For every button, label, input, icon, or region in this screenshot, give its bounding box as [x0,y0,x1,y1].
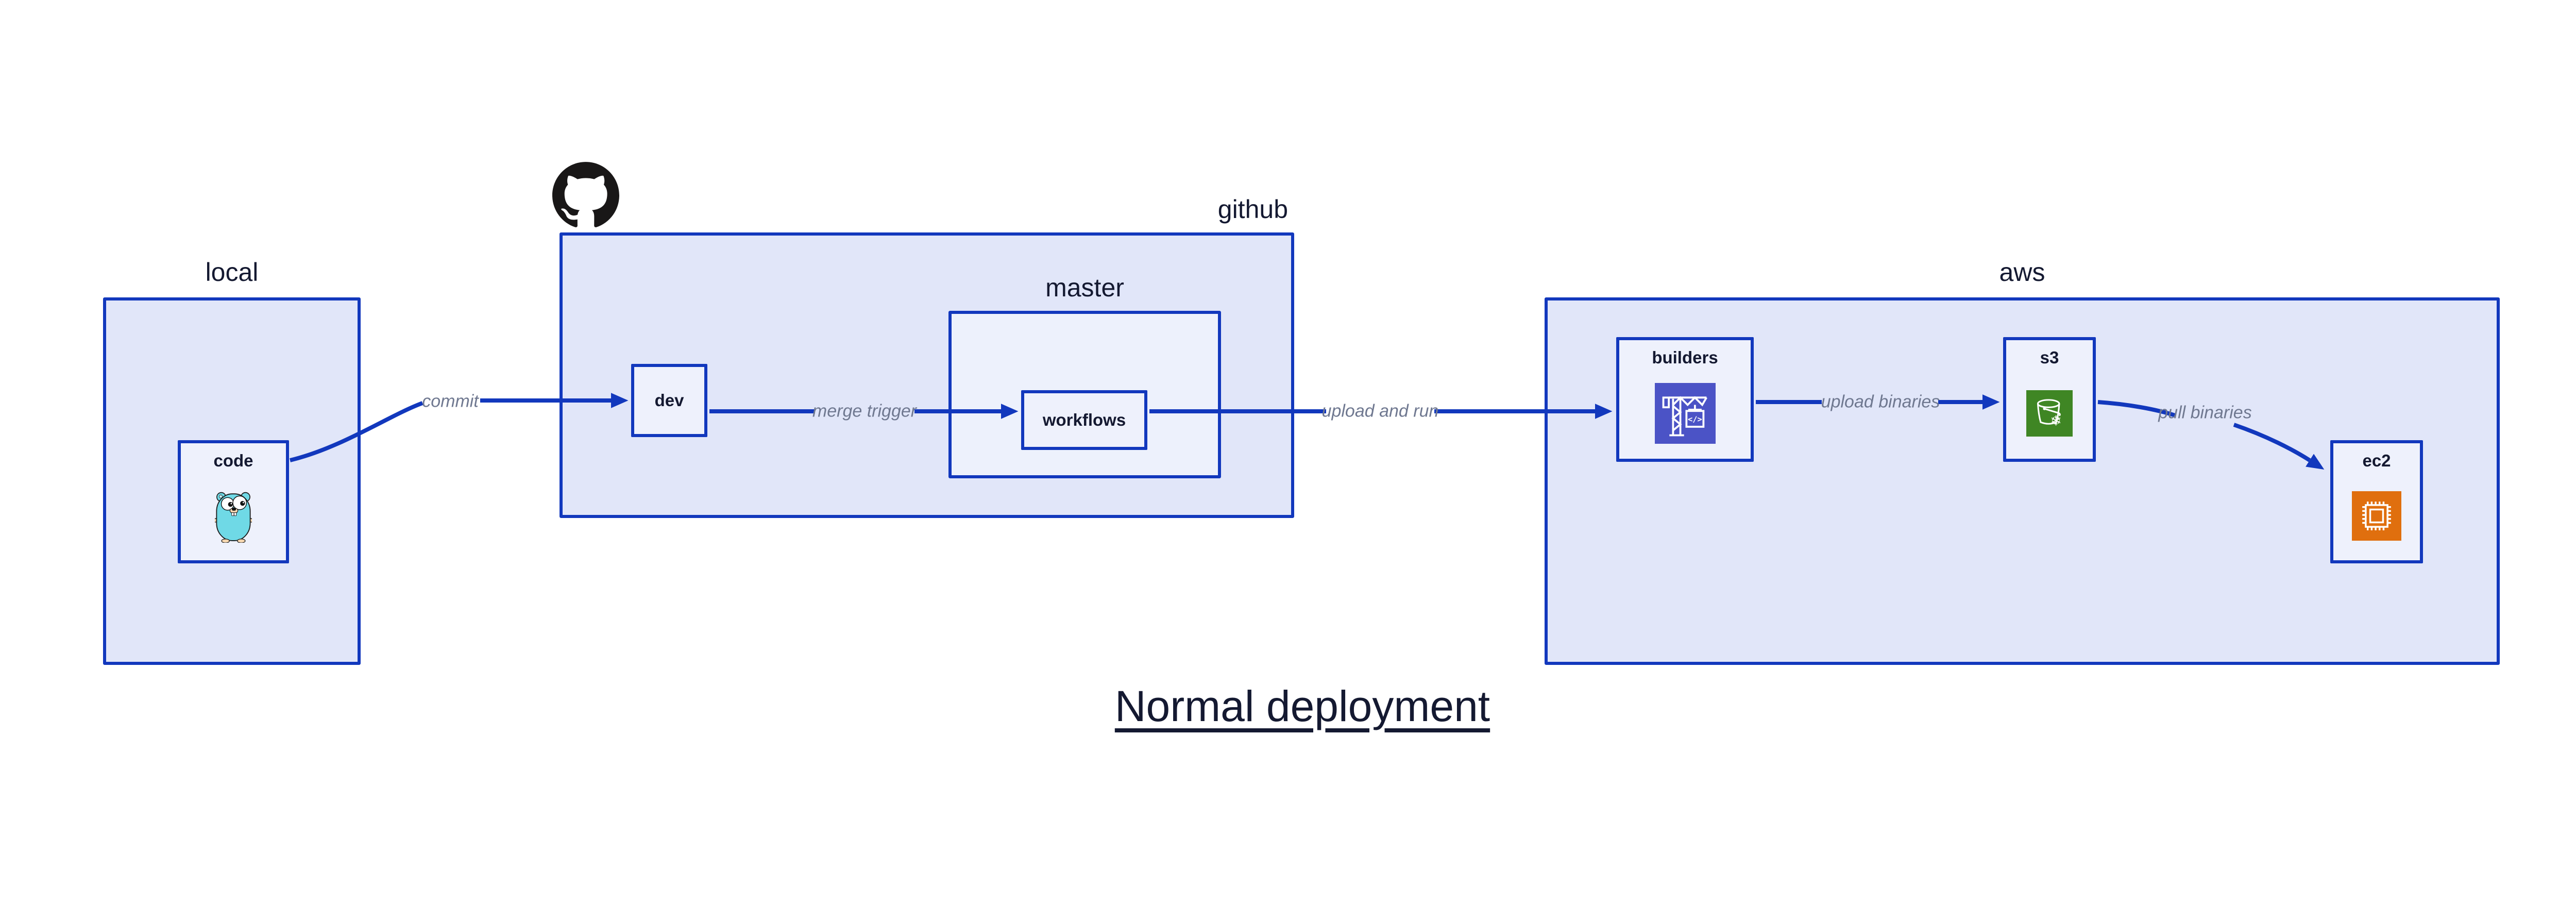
node-label-dev: dev [654,391,684,410]
node-label-builders: builders [1652,348,1718,367]
group-label-master: master [1045,273,1124,302]
github-octocat-icon [552,162,619,227]
group-label-aws: aws [1999,258,2045,287]
node-label-workflows: workflows [1042,410,1126,429]
edge-label-pull-binaries: pull binaries [2158,403,2252,423]
aws-s3-glacier-bucket-icon: ❄ [2026,390,2073,437]
edge-label-merge-trigger: merge trigger [812,401,917,421]
edge-label-upload-and-run: upload and run [1321,401,1439,421]
node-s3: s3 ❄ [2003,337,2096,462]
node-workflows: workflows [1021,390,1147,450]
node-ec2: ec2 [2330,440,2423,563]
node-dev: dev [631,364,707,437]
node-code: code [178,440,289,563]
codebuild-glyph: </> [1688,415,1702,424]
go-gopher-icon [215,492,252,543]
group-label-github: github [1217,195,1288,224]
aws-ec2-chip-icon [2352,491,2401,541]
node-label-ec2: ec2 [2362,451,2391,470]
node-builders: builders </> [1616,337,1754,462]
aws-codebuild-icon: </> [1654,383,1716,444]
node-label-code: code [213,451,253,470]
edge-label-upload-binaries: upload binaries [1821,392,1940,412]
node-label-s3: s3 [2040,348,2059,367]
edge-label-commit: commit [422,391,479,411]
snowflake-glyph: ❄ [2050,413,2062,429]
diagram-title: Normal deployment [1114,682,1490,730]
group-label-local: local [205,258,259,287]
